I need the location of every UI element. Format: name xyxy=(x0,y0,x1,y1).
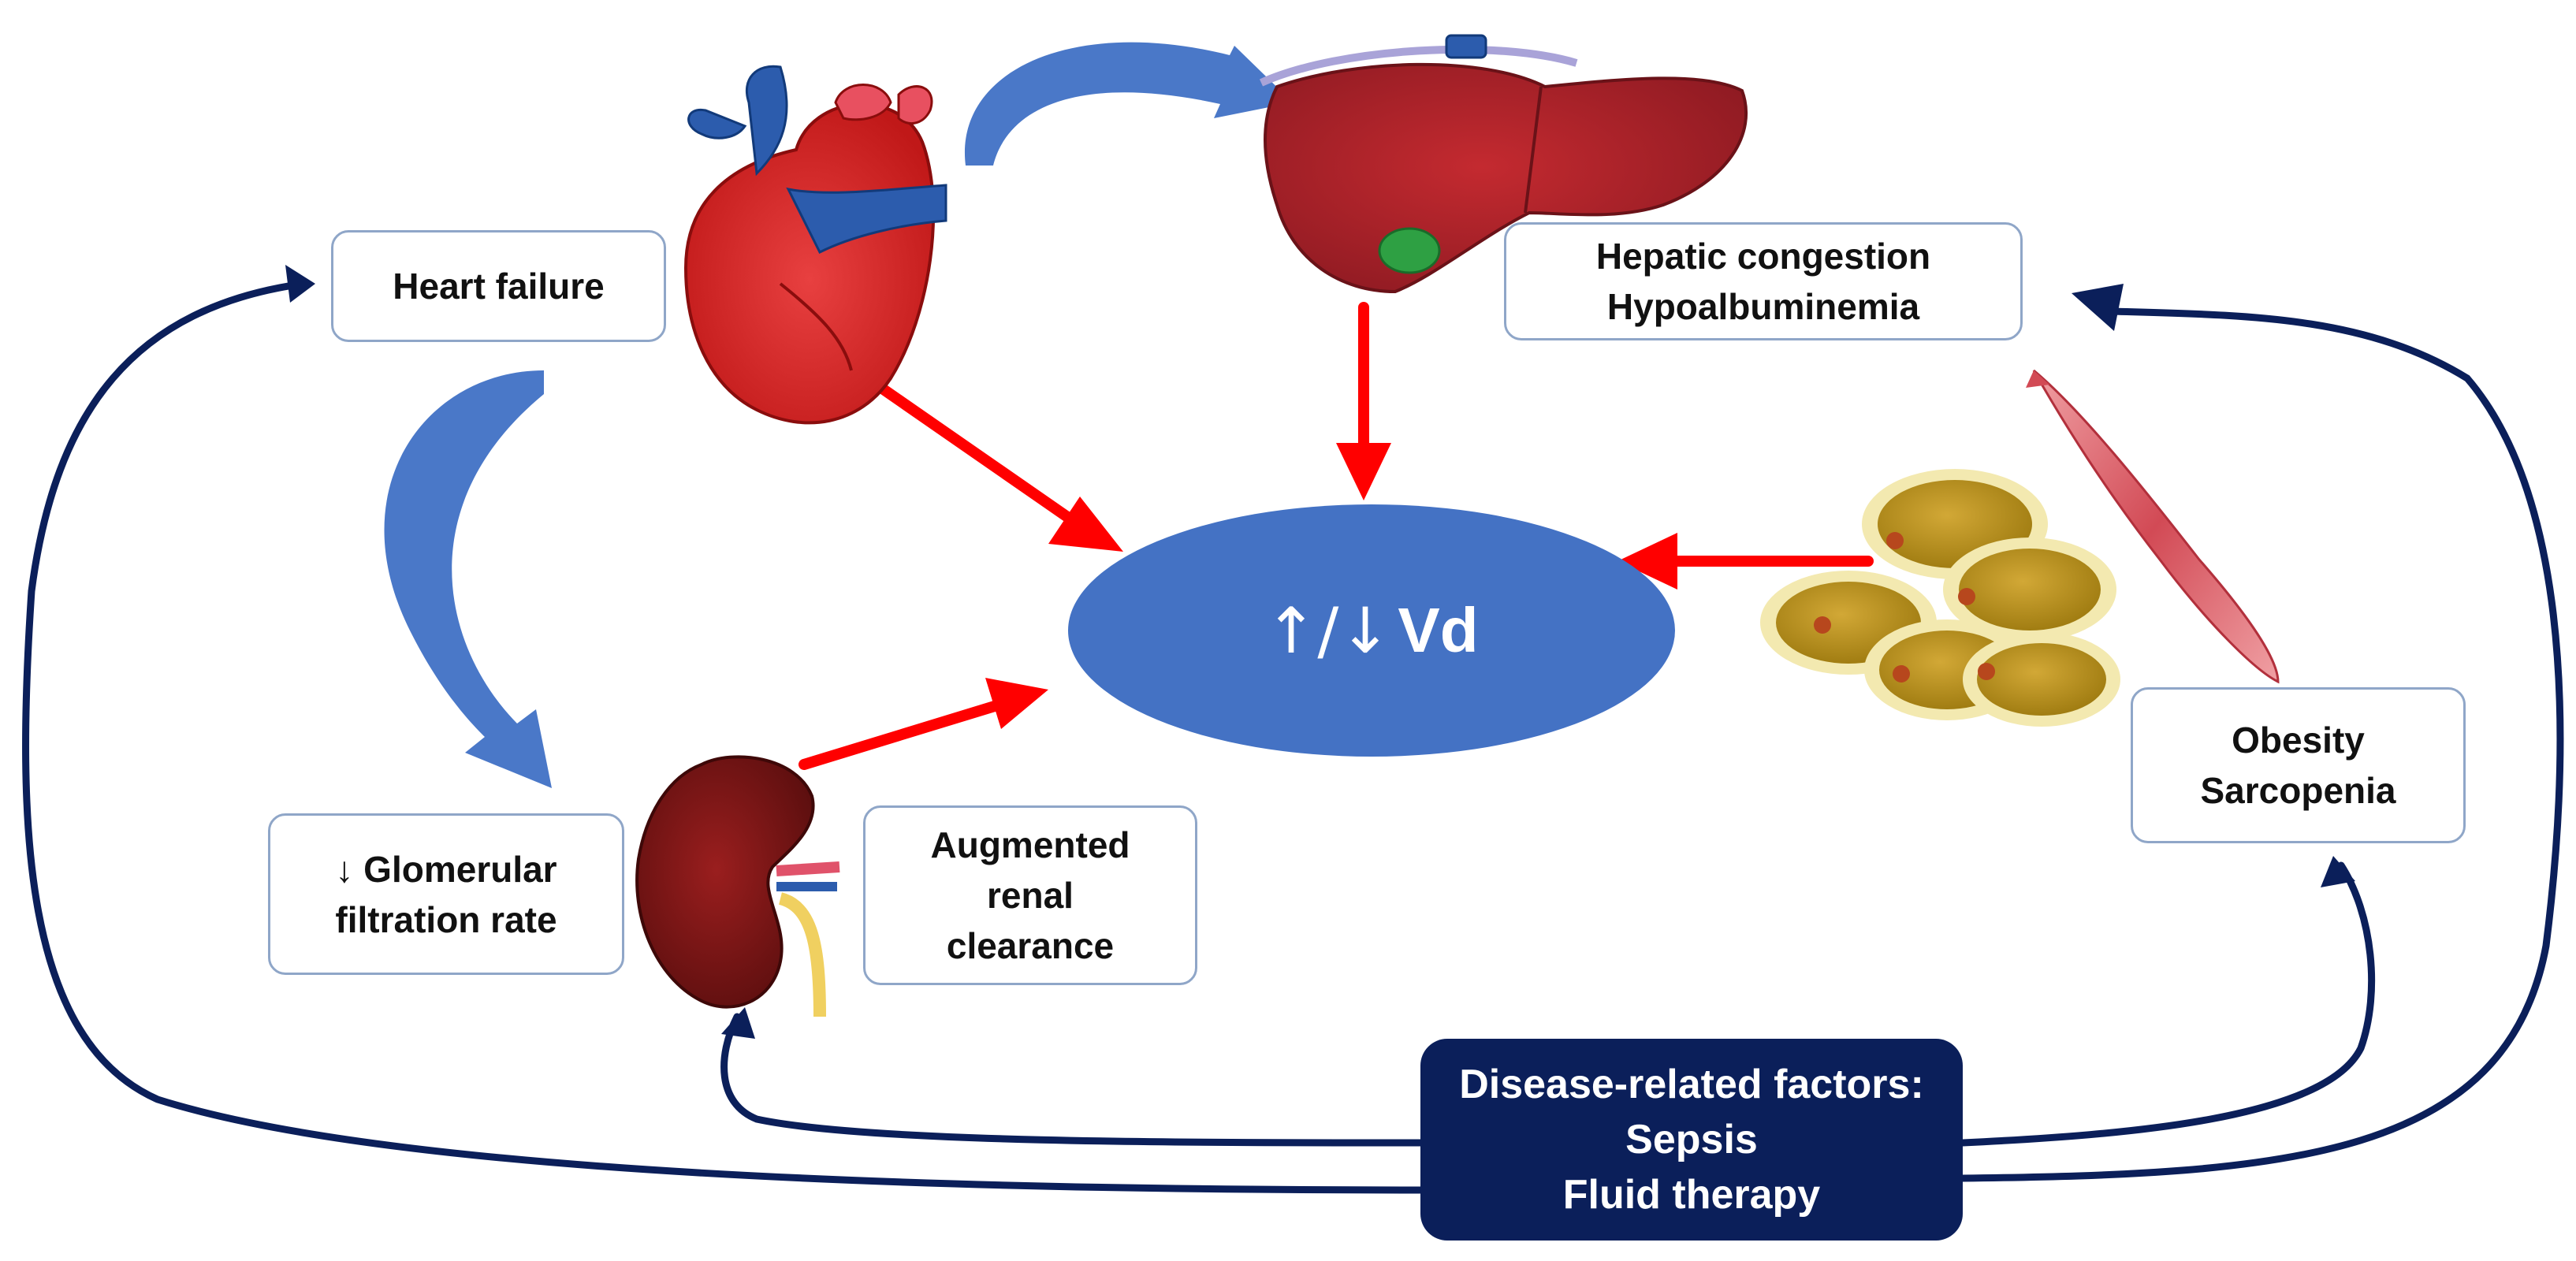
disease-factors-box: Disease-related factors: Sepsis Fluid th… xyxy=(1420,1039,1963,1241)
liver-icon xyxy=(1259,34,1748,294)
augmented-clearance-box: Augmented renal clearance xyxy=(863,805,1197,985)
hepatic-box: Hepatic congestion Hypoalbuminemia xyxy=(1504,222,2023,340)
factors-line-1: Disease-related factors: xyxy=(1459,1062,1924,1107)
factors-line-3: Fluid therapy xyxy=(1562,1172,1821,1218)
heart-icon xyxy=(683,65,947,425)
arrowhead-heart-to-vd xyxy=(1048,497,1123,552)
obesity-box: Obesity Sarcopenia xyxy=(2131,687,2466,843)
heart-failure-label: Heart failure xyxy=(393,266,605,307)
fat-cells-icon xyxy=(1760,469,2120,727)
curve-heart-to-liver xyxy=(964,42,1293,166)
gfr-line-2: filtration rate xyxy=(335,898,557,940)
arc-line-2: renal xyxy=(987,875,1074,916)
navy-feedback-lines xyxy=(22,280,2564,1194)
muscle-icon xyxy=(2026,369,2280,684)
obesity-line-1: Obesity xyxy=(2232,720,2365,761)
obesity-line-2: Sarcopenia xyxy=(2200,770,2396,811)
kidney-icon xyxy=(635,755,840,1017)
hepatic-line-2: Hypoalbuminemia xyxy=(1606,286,1920,327)
arrowhead-kidney-to-vd xyxy=(985,678,1048,729)
heart-failure-box: Heart failure xyxy=(331,230,666,342)
vd-symbol: ↑/↓ xyxy=(1264,593,1392,668)
arc-line-3: clearance xyxy=(946,925,1115,966)
line-factors-to-kidney xyxy=(720,1013,1424,1147)
arrowhead-hepatic xyxy=(2072,284,2124,331)
line-factors-to-obesity xyxy=(1959,861,2376,1147)
arrow-heart-to-vd xyxy=(873,381,1078,526)
blue-curved-arrows xyxy=(384,42,1293,788)
navy-arrowheads xyxy=(285,265,2355,1039)
arrowhead-fat-to-vd xyxy=(1617,533,1677,590)
line-factors-to-hepatic xyxy=(1959,307,2564,1182)
gfr-line-1: ↓ Glomerular xyxy=(335,848,557,890)
vd-label: ↑/↓ Vd xyxy=(1072,583,1671,678)
vd-text: Vd xyxy=(1398,595,1479,665)
arrow-kidney-to-vd xyxy=(798,700,1003,770)
arrowhead-obesity xyxy=(2321,856,2355,887)
factors-line-2: Sepsis xyxy=(1625,1117,1758,1162)
arrowhead-heart-failure xyxy=(285,265,315,303)
gfr-box: ↓ Glomerular filtration rate xyxy=(268,813,624,975)
vd-ellipse xyxy=(1068,504,1675,757)
red-arrows xyxy=(798,302,1874,770)
arrowhead-liver-to-vd xyxy=(1336,443,1391,500)
arrowhead-kidney xyxy=(721,1007,755,1039)
arc-line-1: Augmented xyxy=(930,824,1130,865)
hepatic-line-1: Hepatic congestion xyxy=(1595,236,1931,277)
line-factors-to-heart-failure xyxy=(22,280,1424,1194)
curve-heart-failure-to-gfr xyxy=(384,370,552,788)
